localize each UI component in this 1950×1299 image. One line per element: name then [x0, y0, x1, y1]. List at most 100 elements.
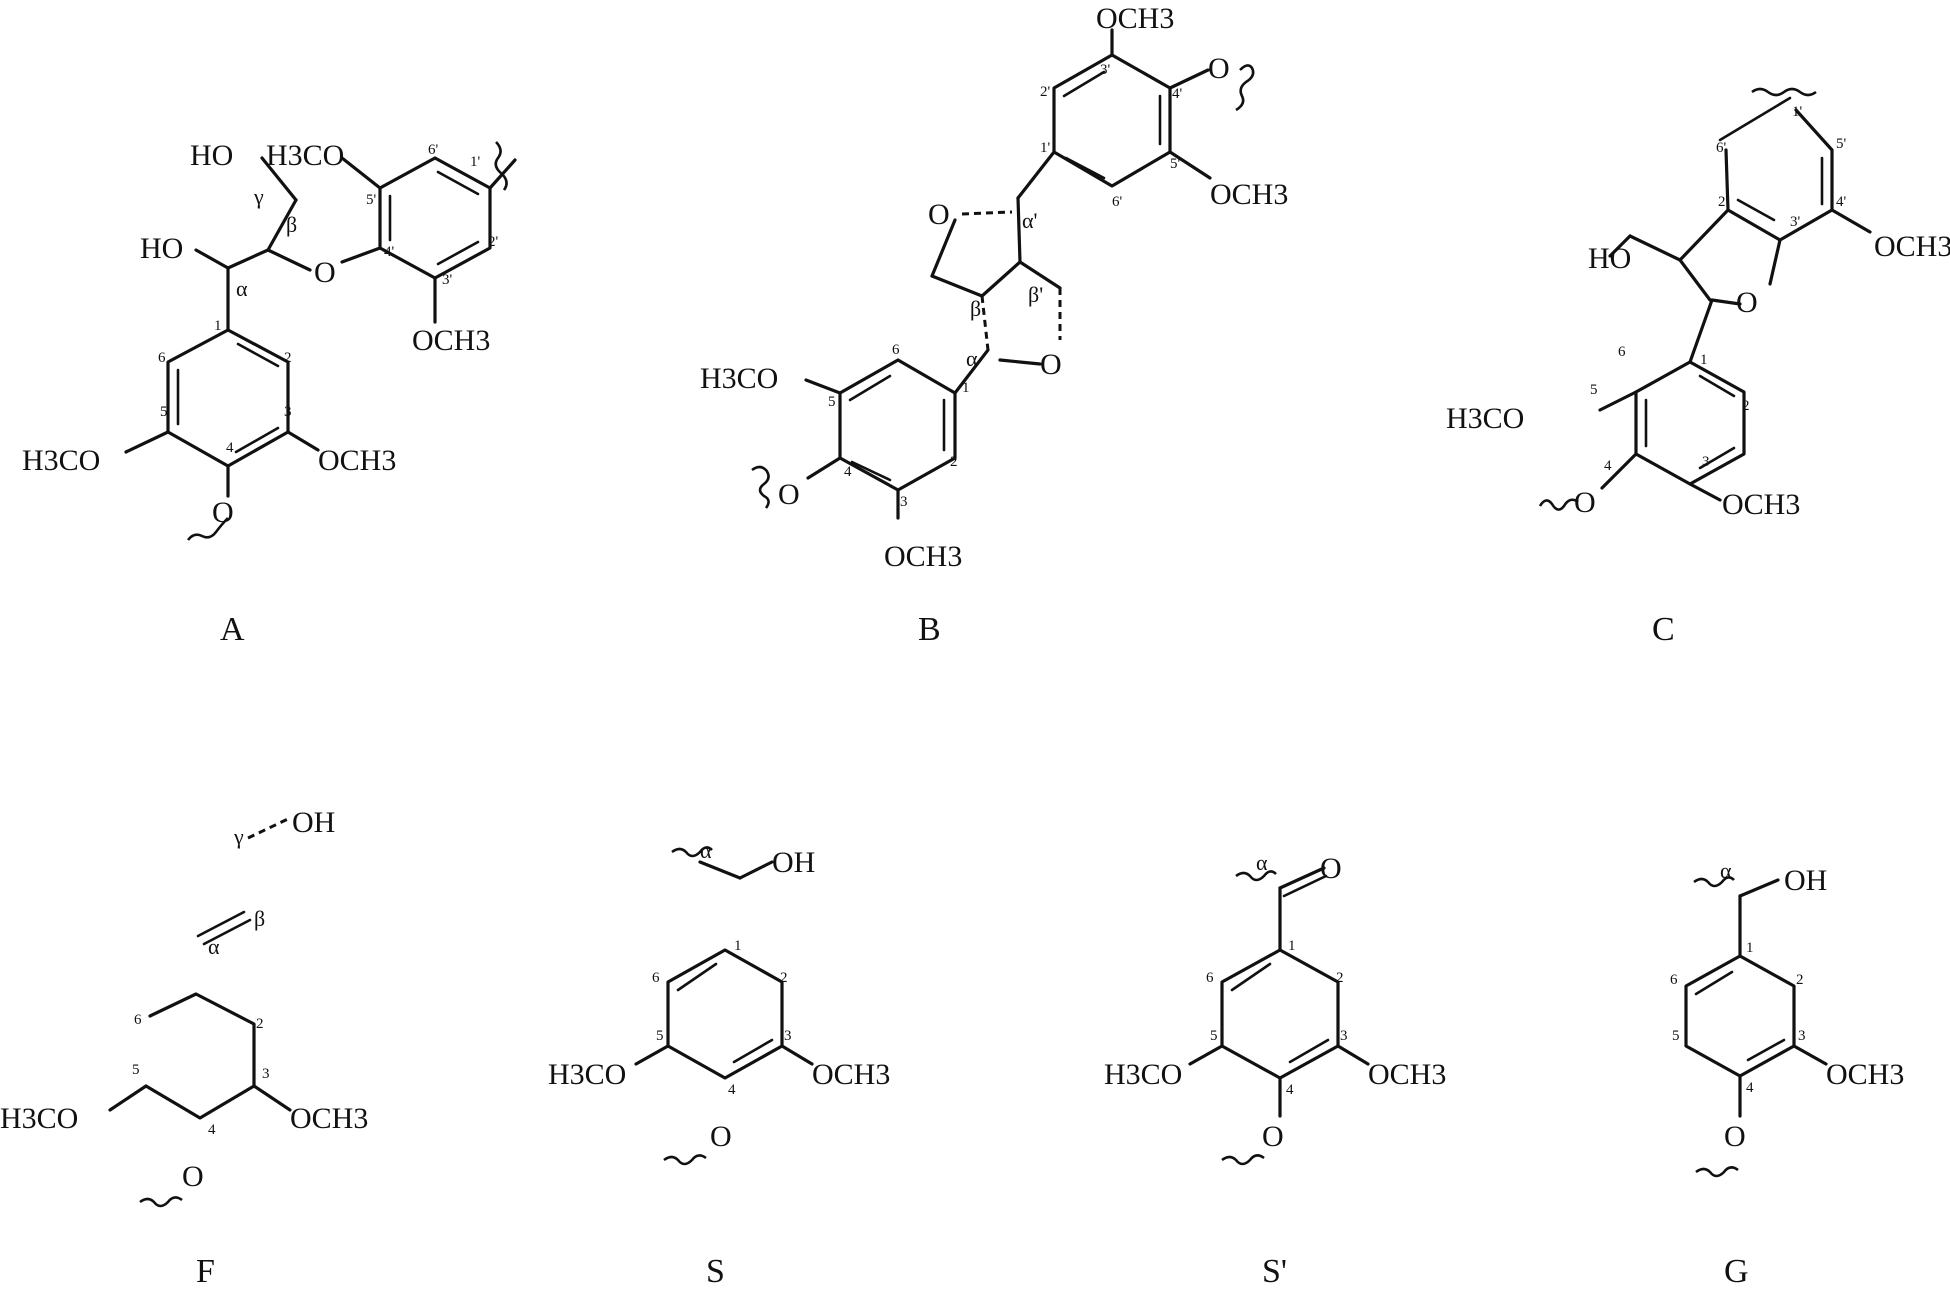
f-och3: OCH3 [290, 1102, 368, 1135]
svg-text:4': 4' [1836, 194, 1847, 210]
svg-text:1': 1' [1040, 140, 1051, 156]
svg-text:2: 2 [1742, 398, 1750, 414]
svg-text:2: 2 [284, 350, 292, 366]
b-h3co-left: H3CO [700, 362, 778, 395]
svg-text:3: 3 [1702, 454, 1710, 470]
label-b: B [918, 611, 941, 648]
a-ho-gamma: HO [190, 139, 233, 172]
a-o-lower: O [212, 496, 234, 529]
a-h3co-lower: H3CO [22, 444, 100, 477]
svg-text:3': 3' [1100, 62, 1111, 78]
label-s-prime: S' [1262, 1253, 1287, 1290]
svg-text:5: 5 [1210, 1028, 1218, 1044]
svg-text:5': 5' [1836, 136, 1847, 152]
f-o: O [182, 1160, 204, 1193]
b-beta: β [970, 296, 981, 321]
a-gamma: γ [253, 184, 264, 209]
svg-text:1: 1 [962, 380, 970, 396]
svg-text:2: 2 [256, 1016, 264, 1032]
svg-text:6: 6 [1618, 344, 1626, 360]
sp-o-carbonyl: O [1320, 852, 1342, 885]
svg-text:5: 5 [160, 404, 168, 420]
svg-text:4: 4 [728, 1082, 736, 1098]
structure-s-prime: O H3CO OCH3 O α 1 2 3 4 5 6 S' [1104, 850, 1446, 1290]
c-och3-lower: OCH3 [1722, 488, 1800, 521]
a-och3-lower: OCH3 [318, 444, 396, 477]
ring-g [1684, 954, 1796, 1078]
label-g: G [1724, 1253, 1749, 1290]
svg-text:2: 2 [1796, 972, 1804, 988]
a-beta: β [286, 212, 297, 237]
ring-b-upper [1052, 53, 1172, 188]
svg-text:6': 6' [1716, 140, 1727, 156]
f-h3co: H3CO [0, 1102, 78, 1135]
structure-g: OH OCH3 O α 1 2 3 4 5 6 G [1670, 858, 1904, 1290]
b-o-top: O [1208, 52, 1230, 85]
svg-text:2': 2' [1718, 194, 1729, 210]
svg-text:1': 1' [1792, 104, 1803, 120]
a-ho-alpha: HO [140, 232, 183, 265]
f-oh: OH [292, 806, 335, 839]
svg-text:2: 2 [1336, 970, 1344, 986]
svg-text:1: 1 [214, 318, 222, 334]
ring-f-fragment [144, 992, 256, 1120]
g-och3: OCH3 [1826, 1058, 1904, 1091]
sp-alpha: α [1256, 850, 1268, 875]
label-a: A [220, 611, 245, 648]
svg-text:3: 3 [1340, 1028, 1348, 1044]
svg-text:5: 5 [132, 1062, 140, 1078]
sp-och3: OCH3 [1368, 1058, 1446, 1091]
s-h3co: H3CO [548, 1058, 626, 1091]
c-o-lower: O [1574, 486, 1596, 519]
s-oh: OH [772, 846, 815, 879]
g-alpha: α [1720, 858, 1732, 883]
svg-text:4: 4 [1746, 1080, 1754, 1096]
svg-text:6': 6' [428, 142, 439, 158]
svg-text:2': 2' [1040, 84, 1051, 100]
g-oh: OH [1784, 864, 1827, 897]
ring-c-upper [1724, 108, 1834, 242]
svg-text:1: 1 [734, 938, 742, 954]
structure-b: OCH3 O OCH3 O O H3CO O OCH3 α' β' β α 1 … [700, 2, 1288, 648]
svg-text:2': 2' [488, 234, 499, 250]
svg-text:4: 4 [844, 464, 852, 480]
a-alpha: α [236, 276, 248, 301]
structure-a: HO H3CO HO O OCH3 H3CO OCH3 O γ β α 1 2 … [22, 139, 517, 648]
svg-text:1': 1' [470, 154, 481, 170]
svg-text:4': 4' [1172, 86, 1183, 102]
b-och3-top: OCH3 [1096, 2, 1174, 35]
svg-text:1: 1 [1700, 352, 1708, 368]
svg-text:4: 4 [1286, 1082, 1294, 1098]
svg-text:5: 5 [656, 1028, 664, 1044]
c-ho: HO [1588, 242, 1631, 275]
a-ether-o: O [314, 256, 336, 289]
c-och3-top: OCH3 [1874, 230, 1950, 263]
svg-text:3: 3 [262, 1066, 270, 1082]
svg-text:4: 4 [1604, 458, 1612, 474]
a-och3-upper: OCH3 [412, 324, 490, 357]
b-alpha: α [966, 346, 978, 371]
svg-text:3': 3' [1790, 214, 1801, 230]
b-alpha-prime: α' [1022, 208, 1038, 233]
ring-a-upper [378, 156, 492, 280]
s-o: O [710, 1120, 732, 1153]
svg-text:6: 6 [892, 342, 900, 358]
sp-h3co: H3CO [1104, 1058, 1182, 1091]
f-alpha: α [208, 934, 220, 959]
svg-text:6: 6 [1206, 970, 1214, 986]
b-o-ring1: O [928, 198, 950, 231]
structure-s: OH H3CO OCH3 O α 1 2 3 4 5 6 S [548, 838, 890, 1290]
svg-text:1: 1 [1746, 940, 1754, 956]
svg-text:5: 5 [828, 394, 836, 410]
svg-text:5': 5' [366, 192, 377, 208]
ring-b-lower [838, 358, 957, 492]
svg-text:4': 4' [384, 244, 395, 260]
b-o-ring2: O [1040, 348, 1062, 381]
ring-c-lower [1634, 360, 1746, 486]
label-c: C [1652, 611, 1675, 648]
s-och3: OCH3 [812, 1058, 890, 1091]
s-alpha: α [700, 838, 712, 863]
svg-text:6': 6' [1112, 194, 1123, 210]
b-och3-right: OCH3 [1210, 178, 1288, 211]
